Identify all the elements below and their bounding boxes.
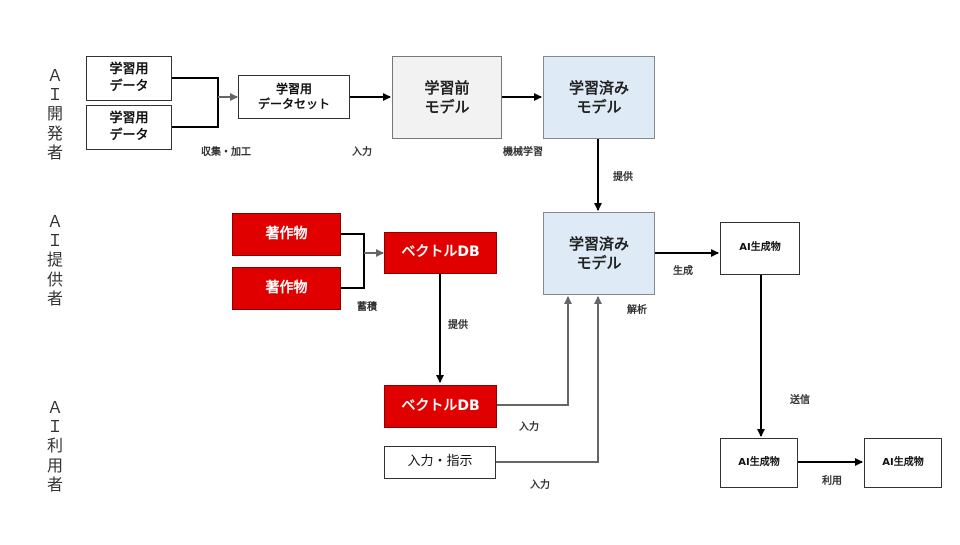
role-char: 者 (46, 142, 63, 162)
role-char: 者 (46, 288, 63, 308)
role-char: 提 (46, 250, 63, 270)
label-accumulate: 蓄積 (357, 302, 377, 313)
trained-model-provider-box: 学習済み モデル (543, 212, 655, 295)
role-char: 供 (46, 269, 63, 289)
pretrained-model-box: 学習前 モデル (392, 56, 502, 139)
vector-db-user-box: ベクトルDB (384, 385, 497, 428)
copyrighted-work-box-1: 著作物 (232, 213, 341, 256)
role-char: Ｉ (46, 231, 63, 251)
label-send: 送信 (790, 395, 810, 406)
role-char: 発 (46, 123, 63, 143)
vector-db-provider-box: ベクトルDB (384, 232, 497, 274)
role-char: 利 (46, 436, 63, 456)
label-generate: 生成 (673, 266, 693, 277)
ai-output-provider-box: AI生成物 (720, 222, 800, 275)
label-input-vector-db: 入力 (519, 422, 539, 433)
role-char: Ｉ (46, 417, 63, 437)
label-use: 利用 (822, 476, 842, 487)
ai-output-user-box: AI生成物 (720, 438, 798, 488)
label-machine-learning: 機械学習 (503, 147, 543, 158)
merge-training-data-arrow (172, 77, 237, 128)
copyrighted-work-box-2: 著作物 (232, 267, 341, 310)
label-provide-model: 提供 (613, 172, 633, 183)
role-char: Ｉ (46, 85, 63, 105)
role-char: Ａ (46, 212, 63, 231)
label-input-instruction: 入力 (530, 480, 550, 491)
role-char: 開 (46, 104, 63, 124)
input-instruction-box: 入力・指示 (384, 446, 496, 479)
label-analyze: 解析 (627, 305, 647, 316)
role-char: Ａ (46, 66, 63, 85)
training-data-box-2: 学習用 データ (86, 105, 172, 150)
training-data-box-1: 学習用 データ (86, 56, 172, 101)
merge-works-arrow (341, 233, 365, 289)
training-dataset-box: 学習用 データセット (238, 75, 350, 119)
instruction-input-arrow (496, 296, 602, 463)
trained-model-dev-box: 学習済み モデル (543, 56, 655, 139)
label-input-dev: 入力 (352, 147, 372, 158)
role-char: Ａ (46, 398, 63, 417)
vector-db-input-arrow (497, 296, 572, 406)
label-collect-process: 収集・加工 (201, 147, 251, 158)
ai-output-final-box: AI生成物 (864, 438, 942, 488)
role-char: 用 (46, 455, 63, 475)
label-provide-db: 提供 (448, 320, 468, 331)
role-char: 者 (46, 474, 63, 494)
